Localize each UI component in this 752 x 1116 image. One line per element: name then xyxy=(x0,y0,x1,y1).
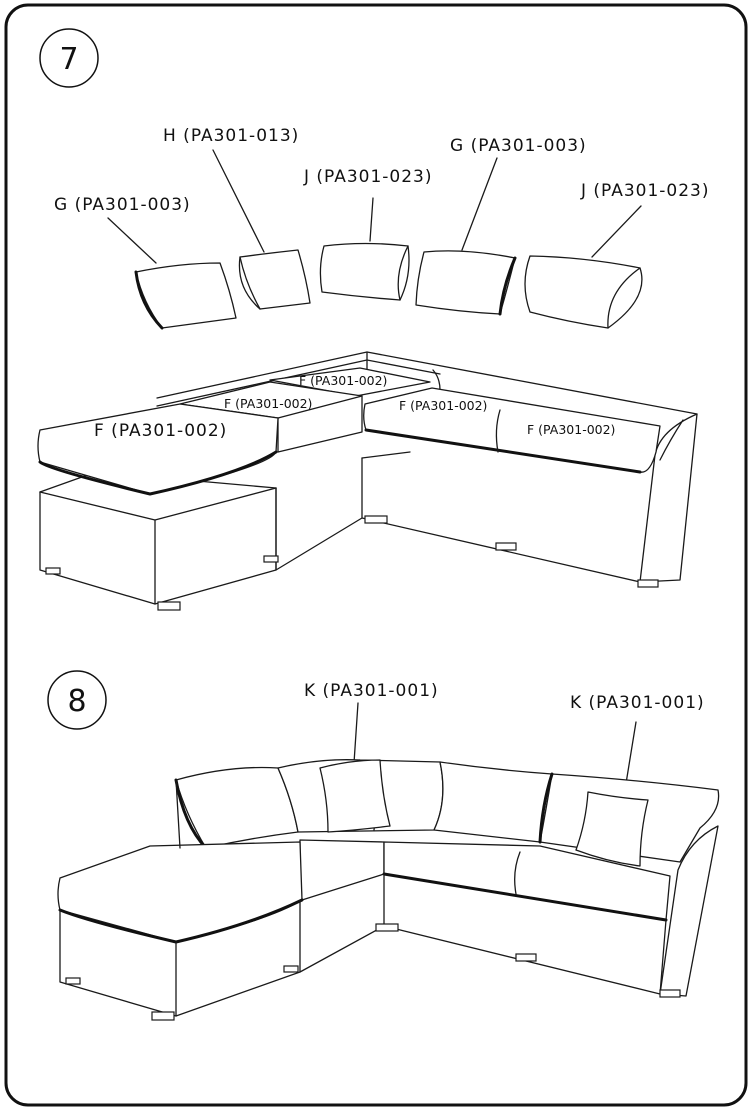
label-h: H (PA301-013) xyxy=(163,126,299,146)
throw-pillow-k-left xyxy=(319,759,391,833)
back-cushion-j-mid xyxy=(319,242,410,301)
step-8-badge xyxy=(47,670,107,730)
label-f-right-a: F (PA301-002) xyxy=(399,398,487,413)
foot xyxy=(263,555,279,563)
foot xyxy=(45,567,61,575)
back-cushion-g-right xyxy=(415,250,517,316)
label-k-right: K (PA301-001) xyxy=(570,693,705,713)
leader-lines-step-7 xyxy=(107,149,642,264)
step-8-number: 8 xyxy=(67,684,86,719)
label-f-back-top: F (PA301-002) xyxy=(299,373,387,388)
back-cushion-h xyxy=(238,249,311,310)
back-cushion-g-left xyxy=(134,262,237,330)
step-7-badge xyxy=(39,28,99,88)
step-7: 7 G (PA301-003) H (PA301-013) J (PA301-0… xyxy=(37,28,710,611)
foot xyxy=(637,579,659,588)
back-cushion-j-right xyxy=(524,255,643,329)
label-g-left: G (PA301-003) xyxy=(54,195,191,215)
label-k-left: K (PA301-001) xyxy=(304,681,439,701)
label-f-big: F (PA301-002) xyxy=(94,421,227,441)
throw-pillow-k-right xyxy=(575,791,649,867)
label-j-right: J (PA301-023) xyxy=(580,181,710,201)
seat-cushion-f-big xyxy=(37,403,279,496)
page-border xyxy=(4,3,748,1107)
seat-cushion-f-right xyxy=(363,387,661,474)
step-8: 8 K (PA301-001) K (PA301-001) xyxy=(47,670,720,1021)
label-f-right-b: F (PA301-002) xyxy=(527,422,615,437)
foot xyxy=(157,601,181,611)
foot xyxy=(495,542,517,551)
label-f-back-mid: F (PA301-002) xyxy=(224,396,312,411)
label-g-right: G (PA301-003) xyxy=(450,136,587,156)
label-j-mid: J (PA301-023) xyxy=(303,167,433,187)
assembled-sofa-step-8 xyxy=(57,759,720,1021)
step-7-number: 7 xyxy=(59,42,78,77)
foot xyxy=(364,515,388,524)
